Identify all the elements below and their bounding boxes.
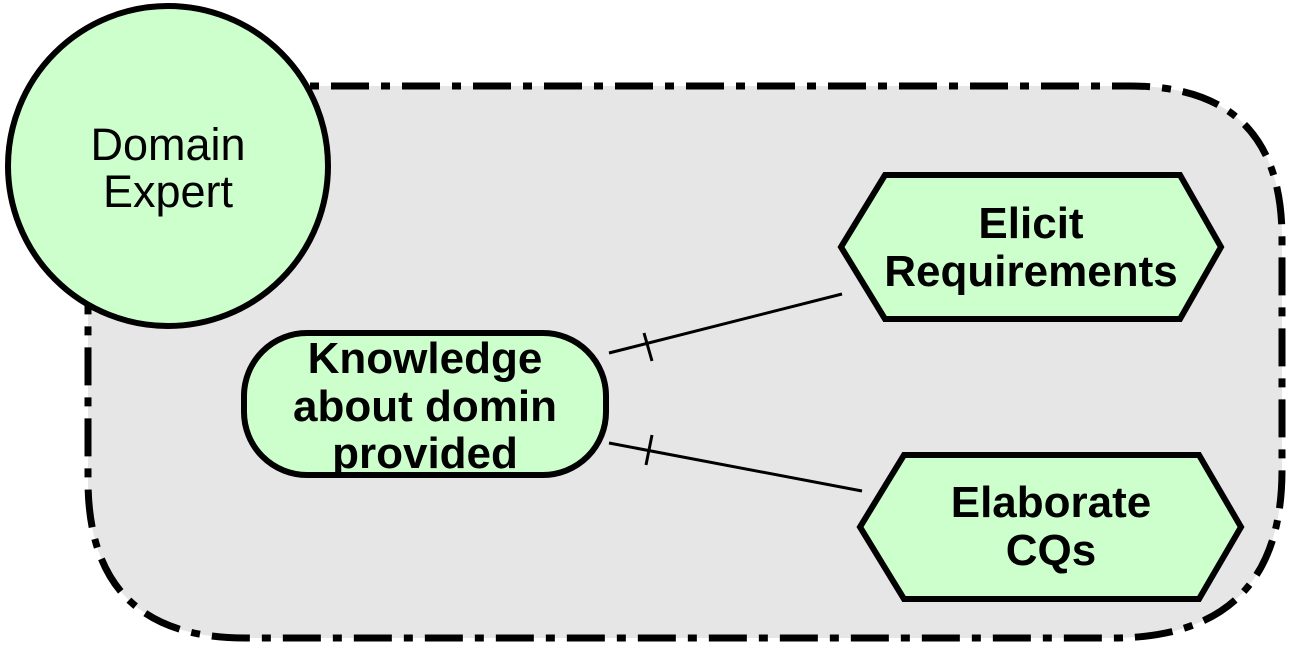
task-elaborate-cqs[interactable]: Elaborate CQs (856, 452, 1245, 602)
resource-knowledge-about-domin-provided[interactable]: Knowledge about domin provided (241, 330, 609, 478)
task-label-line2: CQs (1006, 526, 1096, 575)
resource-label-line3: provided (332, 429, 518, 478)
task-elicit-requirements[interactable]: Elicit Requirements (837, 172, 1225, 322)
link-line (608, 441, 863, 493)
task-hexagon (837, 172, 1225, 322)
actor-label-line1: Domain (90, 119, 245, 170)
resource-label-line2: about domin (293, 382, 557, 431)
actor-domain-expert[interactable]: Domain Expert (5, 3, 331, 329)
task-label-line1: Elicit (978, 199, 1083, 248)
resource-shape (241, 330, 609, 478)
link-tick-mark (642, 332, 654, 362)
link-tick-mark (644, 434, 654, 466)
link-resource-to-elaborate[interactable] (608, 434, 863, 493)
task-hexagon (856, 452, 1245, 602)
actor-circle (5, 3, 331, 329)
task-label-line1: Elaborate (951, 478, 1152, 527)
link-resource-to-elicit[interactable] (608, 292, 843, 362)
task-label-line2: Requirements (884, 247, 1177, 296)
actor-label-line2: Expert (103, 166, 234, 217)
resource-label-line1: Knowledge (308, 334, 543, 383)
